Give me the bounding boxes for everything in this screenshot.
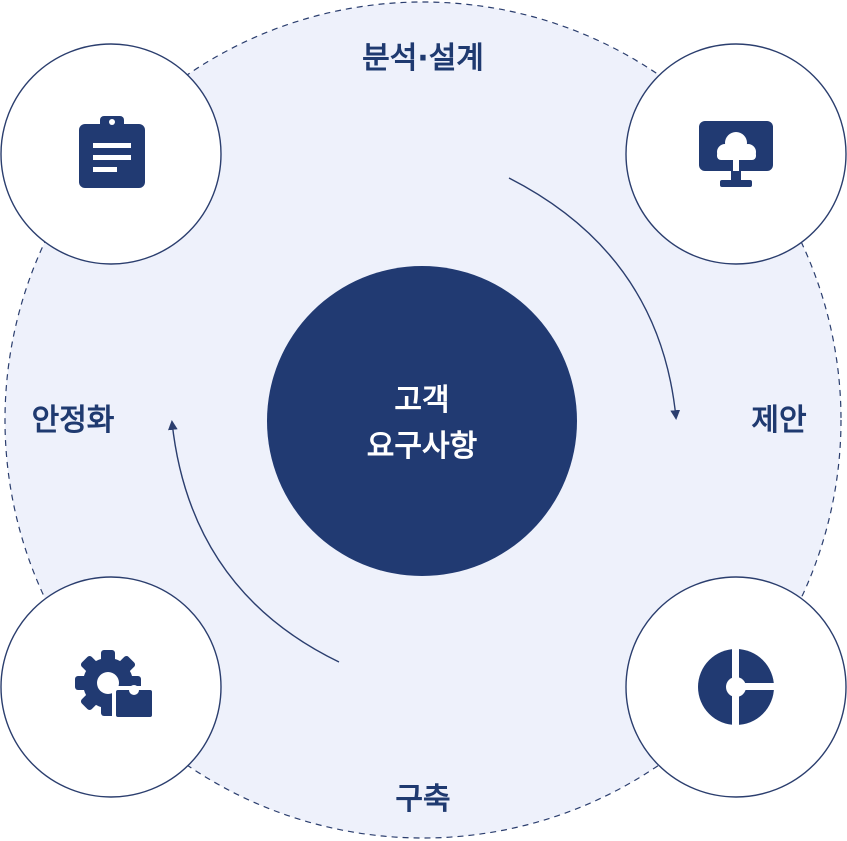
center-circle <box>267 266 577 576</box>
stage-label-proposal: 제안 <box>751 403 807 438</box>
center-title-line2: 요구사항 <box>367 429 478 464</box>
stage-label-analysis-design: 분석·설계 <box>362 41 484 76</box>
arrow-to-proposal <box>508 177 681 420</box>
node-bottom-left <box>0 576 222 798</box>
center-title-line1: 고객 <box>394 383 449 418</box>
gear-puzzle-icon <box>75 650 157 720</box>
node-bottom-right <box>625 576 847 798</box>
stage-label-build: 구축 <box>395 782 450 817</box>
stage-label-stabilization: 안정화 <box>32 403 115 438</box>
clipboard-icon <box>79 116 145 188</box>
cloud-monitor-icon <box>699 121 773 187</box>
pie-chart-icon <box>698 645 778 729</box>
arrow-to-stabilization <box>167 420 340 663</box>
node-top-left <box>0 43 222 265</box>
node-top-right <box>625 43 847 265</box>
